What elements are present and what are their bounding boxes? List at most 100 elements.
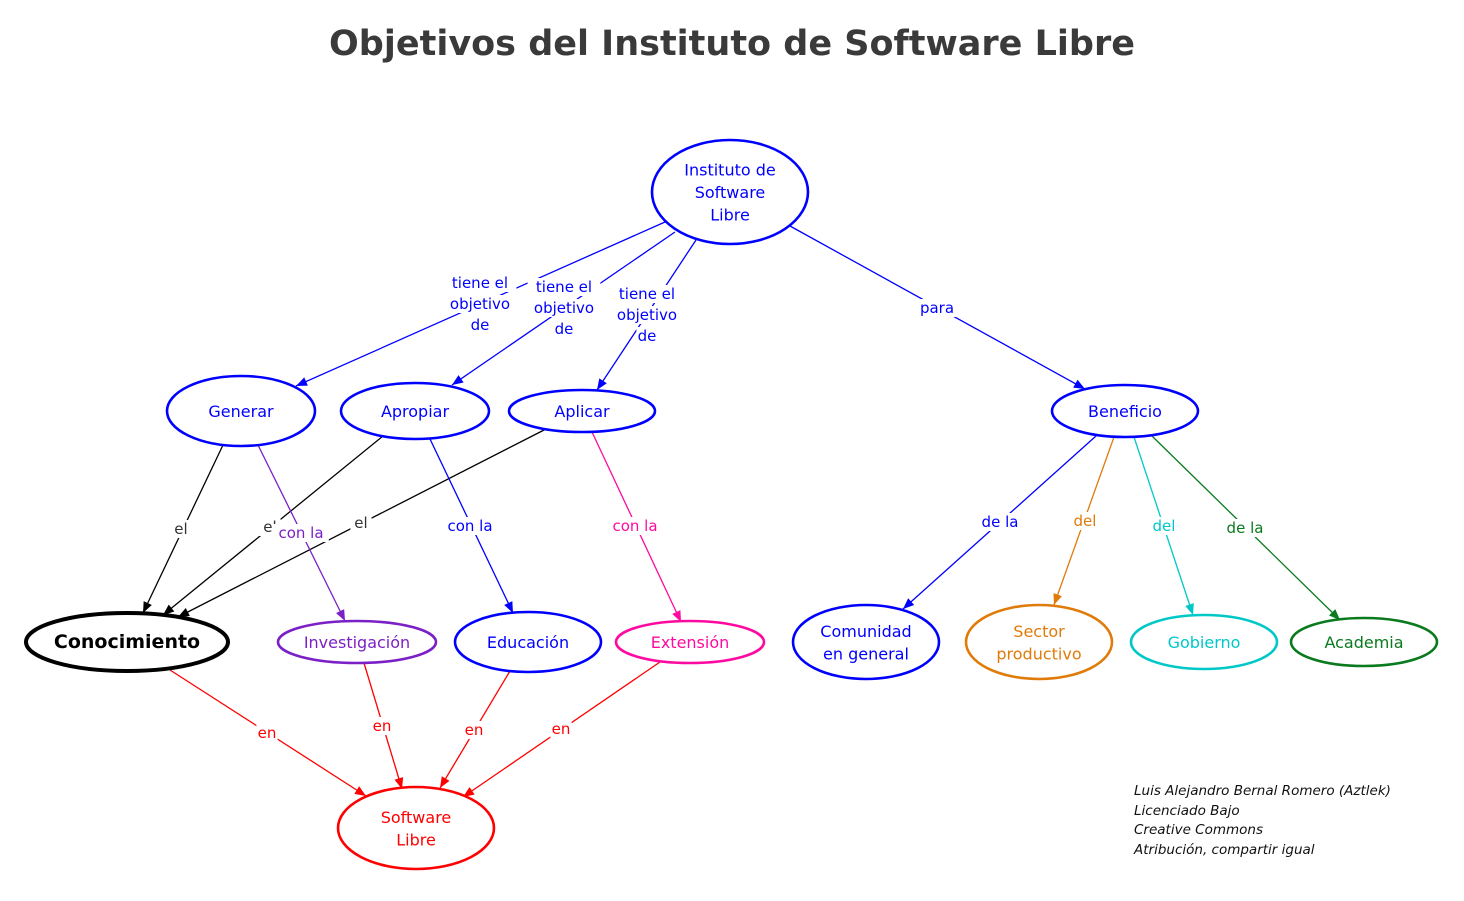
edge-label-text: el	[174, 520, 187, 538]
node-beneficio[interactable]: Beneficio	[1050, 383, 1200, 439]
edge-label-text: de la	[1227, 519, 1264, 537]
node-label: Software	[695, 183, 766, 202]
edge-label-bg	[256, 724, 278, 742]
node-label: Libre	[396, 830, 436, 849]
node-ellipse	[276, 619, 438, 665]
edge-label-bg	[607, 517, 663, 535]
node-academia[interactable]: Academia	[1289, 616, 1439, 668]
node-investigacion[interactable]: Investigación	[276, 619, 438, 665]
edge-label-bg	[917, 299, 957, 317]
edge-label: el	[350, 514, 372, 532]
node-educacion[interactable]: Educación	[453, 610, 603, 674]
node-label: productivo	[996, 644, 1081, 663]
arrowhead-icon	[440, 776, 450, 788]
node-ellipse	[453, 610, 603, 674]
edge-label-bg	[527, 278, 601, 296]
edge-label: tiene el objetivo de	[443, 274, 517, 334]
edge-label-text: de	[471, 316, 490, 334]
arrowhead-icon	[1053, 593, 1062, 605]
edge-label-bg	[976, 513, 1024, 531]
arrowhead-icon	[597, 378, 607, 390]
edge-label-bg	[443, 295, 517, 313]
edge-label-text: de	[555, 320, 574, 338]
arrowhead-icon	[1073, 379, 1085, 389]
node-label: Generar	[208, 402, 274, 421]
node-conocimiento[interactable]: Conocimiento	[24, 611, 230, 673]
node-aplicar[interactable]: Aplicar	[507, 388, 657, 434]
credit-author: Luis Alejandro Bernal Romero (Aztlek)	[1134, 783, 1391, 799]
edge-label-text: tiene el	[536, 278, 592, 296]
node-label: Conocimiento	[54, 631, 200, 653]
edge-label: con la	[442, 517, 498, 535]
node-ellipse	[1289, 616, 1439, 668]
edge-label: tiene el objetivo de	[527, 278, 601, 338]
diagram-title: Objetivos del Instituto de Software Libr…	[329, 24, 1135, 64]
node-comunidad[interactable]: Comunidad en general	[791, 603, 941, 681]
edge-label-text: del	[1074, 512, 1097, 530]
credit-license: Licenciado Bajo	[1134, 802, 1240, 819]
edge-label-bg	[443, 274, 517, 292]
edge-label: del	[1070, 512, 1100, 530]
edge-label-bg	[350, 514, 372, 532]
edge-label-bg	[371, 717, 393, 735]
arrowhead-icon	[504, 601, 513, 613]
node-label: Libre	[710, 206, 750, 225]
edge-label: con la	[273, 524, 329, 542]
node-label: Comunidad	[820, 622, 911, 641]
arrowhead-icon	[452, 375, 464, 385]
edge-label: en	[550, 720, 572, 738]
edge-label: de la	[976, 513, 1024, 531]
edge-label-bg	[550, 720, 572, 738]
node-ellipse	[650, 138, 810, 246]
arrowhead-icon	[143, 601, 152, 613]
node-label: Investigación	[304, 633, 410, 652]
node-label: Extensión	[651, 633, 730, 652]
arrowhead-icon	[463, 787, 475, 797]
edge-label-text: objetivo	[534, 299, 594, 317]
edge-label: con la	[607, 517, 663, 535]
node-apropiar[interactable]: Apropiar	[339, 381, 491, 441]
arrowhead-icon	[1185, 603, 1194, 615]
edge-label: en	[256, 724, 278, 742]
edge-label-bg	[442, 517, 498, 535]
node-ellipse	[614, 619, 766, 665]
edge-label-text: en	[373, 717, 392, 735]
edge-label-bg	[273, 524, 329, 542]
node-ellipse	[24, 611, 230, 673]
node-generar[interactable]: Generar	[165, 374, 317, 448]
node-label: en general	[823, 644, 909, 663]
node-ellipse	[791, 603, 941, 681]
node-extension[interactable]: Extensión	[614, 619, 766, 665]
edge-label-text: tiene el	[452, 274, 508, 292]
edge-label-text: objetivo	[450, 295, 510, 313]
edge-label-bg	[1070, 512, 1100, 530]
edge-label-bg	[463, 721, 485, 739]
edge-label-bg	[610, 285, 684, 303]
edge-label-text: con la	[447, 517, 492, 535]
edge-label-bg	[553, 320, 575, 338]
node-label: Aplicar	[554, 402, 610, 421]
node-ellipse	[1129, 613, 1279, 671]
edge-label-bg	[469, 316, 491, 334]
node-ellipse	[339, 381, 491, 441]
edge-label: en	[463, 721, 485, 739]
node-label: Apropiar	[381, 402, 450, 421]
node-ellipse	[165, 374, 317, 448]
edge-label-text: en	[258, 724, 277, 742]
node-gobierno[interactable]: Gobierno	[1129, 613, 1279, 671]
edge-label: el	[170, 520, 192, 538]
edge-label: de la	[1221, 519, 1269, 537]
node-label: Gobierno	[1168, 633, 1241, 652]
edge-label: para	[917, 299, 957, 317]
node-ellipse	[336, 785, 496, 871]
edge-label-text: para	[920, 299, 954, 317]
edge-label-text: de la	[982, 513, 1019, 531]
edge-label-bg	[527, 299, 601, 317]
